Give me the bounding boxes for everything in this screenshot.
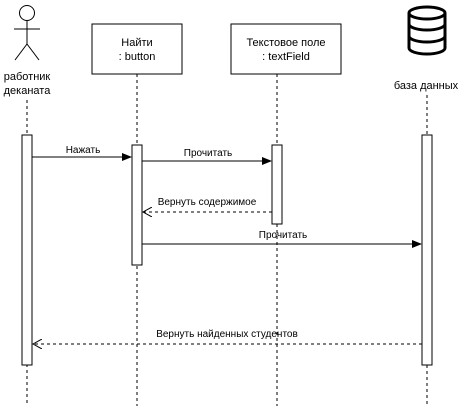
message-1-label: Нажать xyxy=(66,145,101,156)
message-1: Нажать xyxy=(32,145,132,161)
actor-dean-worker: работник деканата xyxy=(4,5,52,97)
participant-textfield-label-line1: Текстовое поле xyxy=(246,37,325,49)
message-2: Прочитать xyxy=(142,148,272,165)
activation-database xyxy=(421,134,433,366)
stick-figure-icon xyxy=(14,5,40,61)
activation-textfield xyxy=(271,144,283,225)
message-5-label: Вернуть найденных студентов xyxy=(156,329,298,340)
database-label: база данных xyxy=(394,80,459,92)
participant-textfield: Текстовое поле : textField xyxy=(230,23,342,75)
database-icon xyxy=(407,5,447,56)
participant-textfield-label-line2: : textField xyxy=(262,51,310,63)
participant-button: Найти : button xyxy=(91,23,183,75)
actor-label-line2: деканата xyxy=(4,85,52,97)
message-3: Вернуть содержимое xyxy=(143,197,272,212)
message-4: Прочитать xyxy=(142,230,422,248)
participant-button-box xyxy=(91,23,183,75)
participant-database: база данных xyxy=(394,5,459,92)
message-5: Вернуть найденных студентов xyxy=(33,329,422,344)
actor-label-line1: работник xyxy=(4,71,51,83)
participant-button-label-line2: : button xyxy=(119,51,156,63)
message-3-label: Вернуть содержимое xyxy=(158,197,257,208)
activation-actor xyxy=(21,134,33,366)
message-2-label: Прочитать xyxy=(184,148,233,159)
participant-textfield-box xyxy=(230,23,342,75)
participant-button-label-line1: Найти xyxy=(121,37,152,49)
message-4-label: Прочитать xyxy=(259,230,308,241)
activation-button xyxy=(131,144,143,266)
